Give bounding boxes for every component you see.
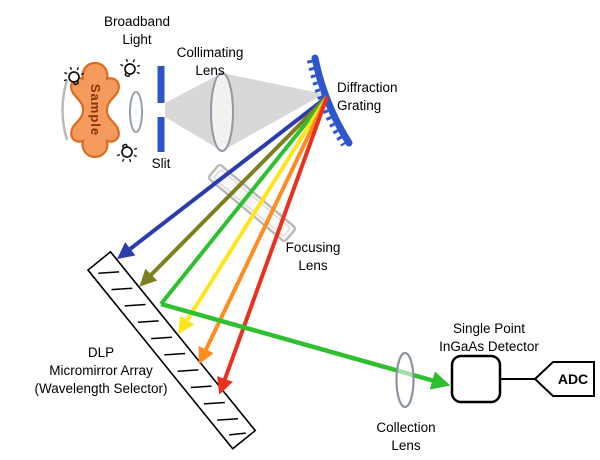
ray-red — [217, 96, 329, 395]
focusing-lens-label-line2: Lens — [298, 258, 328, 273]
slit-label: Slit — [152, 156, 171, 171]
diffraction-grating-label-line1: Diffraction — [337, 80, 398, 95]
sample-holder-arc — [61, 79, 69, 141]
collection-lens-shape — [395, 351, 415, 409]
sample-label: Sample — [88, 84, 103, 136]
dlp-label-line1: DLP — [88, 345, 114, 360]
dlp-label-line3: (Wavelength Selector) — [34, 381, 167, 396]
diffraction-grating-shape — [311, 54, 353, 147]
sample-shape — [70, 61, 120, 159]
broadband-light-label-line2: Light — [122, 32, 152, 47]
condenser-lens — [129, 91, 143, 133]
collimating-lens-label-line1: Collimating — [177, 45, 244, 60]
ray-blue — [117, 95, 329, 260]
dlp-label-line2: Micromirror Array — [49, 363, 153, 378]
light-bulb-icon — [116, 54, 145, 82]
light-bulb-icon — [113, 140, 142, 167]
collection-lens-label-line2: Lens — [391, 438, 421, 453]
ray-olive — [139, 95, 329, 287]
collimating-lens-label-line2: Lens — [195, 63, 225, 78]
diffraction-grating-label-line2: Grating — [337, 98, 381, 113]
broadband-light-label-line1: Broadband — [104, 14, 170, 29]
focusing-lens-inner — [213, 169, 291, 237]
ray-orange — [198, 96, 329, 365]
adc-shape — [533, 361, 595, 397]
adc-label: ADC — [558, 371, 588, 387]
detector-label-line2: InGaAs Detector — [439, 339, 539, 354]
focusing-lens-shape — [207, 163, 297, 243]
detector-label-line1: Single Point — [453, 321, 525, 336]
detector-box — [450, 354, 502, 404]
collimating-lens-shape — [210, 72, 234, 152]
slit-bottom-bar — [157, 117, 165, 152]
dlp-micromirror-array — [86, 250, 257, 450]
slit-top-bar — [157, 66, 165, 103]
ray-green-incident — [159, 95, 329, 306]
ray-yellow — [178, 95, 329, 335]
light-beam — [165, 73, 324, 151]
collection-lens-label-line1: Collection — [376, 420, 435, 435]
focusing-lens-label-line1: Focusing — [286, 240, 341, 255]
mirror-hatch-marks — [98, 271, 246, 436]
